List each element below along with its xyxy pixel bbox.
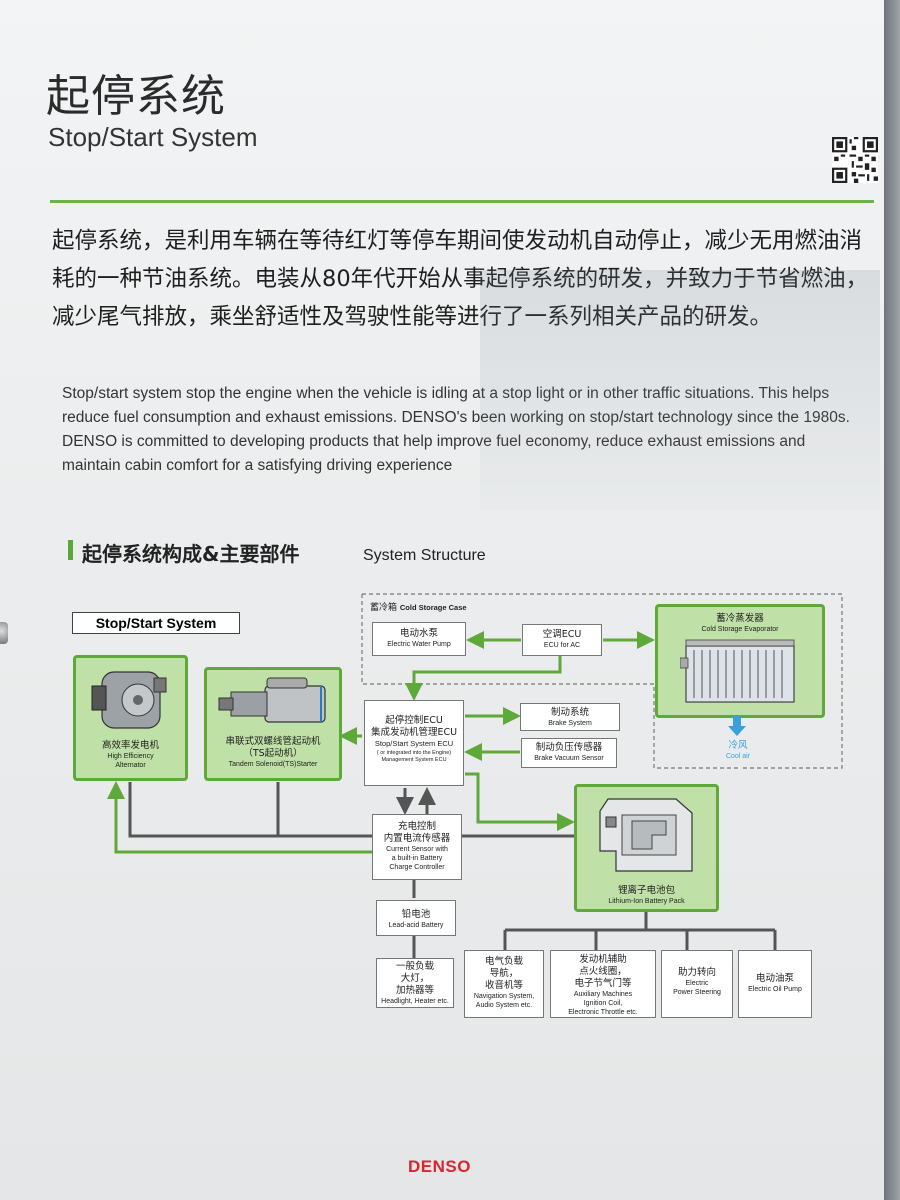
cold-storage-case-label: 蓄冷箱 Cold Storage Case: [370, 600, 467, 613]
battery-pack-icon: [598, 798, 693, 872]
power-steering-en1: Electric: [685, 980, 709, 987]
brake-vacuum-sensor-box: 制动负压传感器 Brake Vacuum Sensor: [521, 738, 617, 768]
cold-storage-case-cn: 蓄冷箱: [370, 603, 398, 613]
alternator-box: 高效率发电机 High Efficiency Alternator: [73, 655, 188, 781]
alternator-icon: [91, 671, 166, 729]
starter-icon: [218, 677, 326, 723]
charge-control-cn2: 内置电流传感器: [383, 833, 451, 844]
charge-control-cn1: 充电控制: [397, 821, 436, 832]
brake-system-cn: 制动系统: [550, 707, 589, 718]
section-marker: [68, 540, 73, 560]
lead-battery-en: Lead-acid Battery: [388, 922, 444, 929]
engine-aux-cn3: 电子节气门等: [574, 978, 632, 989]
cool-air-cn: 冷风: [728, 740, 748, 751]
general-load-cn1: 一般负载: [395, 961, 434, 972]
page-subtitle: Stop/Start System: [48, 122, 258, 152]
engine-aux-en3: Electronic Throttle etc.: [568, 1009, 638, 1016]
power-steering-box: 助力转向 Electric Power Steering: [661, 950, 733, 1018]
lithium-battery-pack-box: 锂离子电池包 Lithium-Ion Battery Pack: [574, 784, 719, 912]
stop-start-ecu-box: 起停控制ECU 集成发动机管理ECU Stop/Start System ECU…: [364, 700, 464, 786]
divider: [50, 200, 874, 203]
power-steering-en2: Power Steering: [673, 989, 721, 996]
ts-starter-box: 串联式双螺线管起动机 （TS起动机） Tandem Solenoid(TS)St…: [204, 667, 342, 781]
background-wall: [884, 0, 900, 1200]
water-pump-cn: 电动水泵: [399, 628, 438, 639]
cold-storage-evaporator-box: 蓄冷蒸发器 Cold Storage Evaporator: [655, 604, 825, 718]
ss-ecu-en2: ( or integrated into the Engine) Managem…: [376, 750, 452, 763]
charge-control-en1: Current Sensor with: [386, 846, 448, 853]
ss-ecu-cn2: 集成发动机管理ECU: [370, 727, 458, 738]
general-load-cn2: 大灯，: [400, 973, 430, 984]
evaporator-en: Cold Storage Evaporator: [701, 626, 779, 633]
denso-logo: DENSO: [408, 1157, 471, 1176]
ss-ecu-en1: Stop/Start System ECU: [374, 739, 454, 748]
brake-vacuum-cn: 制动负压传感器: [535, 742, 603, 753]
engine-aux-en1: Auxiliary Machines: [573, 991, 633, 998]
section-title-cn: 起停系统构成&主要部件: [82, 542, 300, 566]
starter-cn2: （TS起动机）: [243, 748, 303, 759]
evaporator-icon: [679, 639, 795, 703]
stop-start-system-label: Stop/Start System: [72, 612, 240, 634]
engine-aux-cn1: 发动机辅助: [579, 954, 627, 965]
li-battery-cn: 锂离子电池包: [617, 885, 675, 896]
charge-control-en3: Charge Controller: [389, 864, 445, 871]
brake-system-box: 制动系统 Brake System: [520, 703, 620, 731]
electric-load-box: 电气负载 导航， 收音机等 Navigation System, Audio S…: [464, 950, 544, 1018]
li-battery-en: Lithium-Ion Battery Pack: [608, 898, 685, 905]
electric-load-cn1: 电气负载: [484, 956, 523, 967]
water-pump-en: Electric Water Pump: [387, 641, 451, 648]
cool-air-arrow-icon: [728, 716, 746, 736]
starter-en: Tandem Solenoid(TS)Starter: [228, 761, 318, 768]
cool-air-label: 冷风 Cool air: [708, 740, 768, 761]
electric-load-en2: Audio System etc.: [475, 1002, 533, 1009]
general-load-cn3: 加热器等: [395, 985, 434, 996]
cold-storage-case-en: Cold Storage Case: [399, 603, 467, 612]
engine-aux-en2: Ignition Coil,: [583, 1000, 623, 1007]
general-load-box: 一般负载 大灯， 加热器等 Headlight, Heater etc.: [376, 958, 454, 1008]
ac-ecu-cn: 空调ECU: [542, 629, 582, 640]
cool-air-en: Cool air: [725, 753, 751, 760]
electric-load-cn2: 导航，: [489, 968, 519, 979]
alternator-en2: Alternator: [115, 762, 146, 769]
ac-ecu-en: ECU for AC: [543, 642, 581, 649]
engine-aux-cn2: 点火线圈，: [579, 966, 627, 977]
brake-system-en: Brake System: [548, 720, 592, 727]
oil-pump-cn: 电动油泵: [755, 973, 794, 984]
starter-cn1: 串联式双螺线管起动机: [225, 736, 321, 747]
page-title: 起停系统: [46, 71, 226, 122]
engine-auxiliary-box: 发动机辅助 点火线圈， 电子节气门等 Auxiliary Machines Ig…: [550, 950, 656, 1018]
electric-load-en1: Navigation System,: [473, 993, 535, 1000]
description-cn: 起停系统，是利用车辆在等待红灯等停车期间使发动机自动停止，减少无用燃油消耗的一种…: [52, 228, 869, 330]
alternator-cn: 高效率发电机: [101, 740, 159, 751]
lead-battery-cn: 铅电池: [401, 909, 431, 920]
electric-water-pump-box: 电动水泵 Electric Water Pump: [372, 622, 466, 656]
qr-code-icon[interactable]: [832, 137, 878, 183]
power-steering-cn: 助力转向: [677, 967, 716, 978]
ss-ecu-cn1: 起停控制ECU: [385, 715, 443, 726]
brake-vacuum-en: Brake Vacuum Sensor: [534, 755, 604, 762]
ac-ecu-box: 空调ECU ECU for AC: [522, 624, 602, 656]
charge-control-box: 充电控制 内置电流传感器 Current Sensor with a built…: [372, 814, 462, 880]
mounting-screw: [0, 622, 8, 644]
lead-acid-battery-box: 铅电池 Lead-acid Battery: [376, 900, 456, 936]
evaporator-cn: 蓄冷蒸发器: [716, 613, 764, 624]
description-en: Stop/start system stop the engine when t…: [62, 385, 850, 474]
general-load-en: Headlight, Heater etc.: [381, 998, 449, 1005]
oil-pump-en: Electric Oil Pump: [748, 986, 802, 993]
section-title-en: System Structure: [363, 547, 486, 564]
charge-control-en2: a built-in Battery: [391, 855, 443, 862]
section-title: 起停系统构成&主要部件: [68, 538, 299, 567]
electric-load-cn3: 收音机等: [484, 980, 523, 991]
electric-oil-pump-box: 电动油泵 Electric Oil Pump: [738, 950, 812, 1018]
alternator-en1: High Efficiency: [107, 753, 154, 760]
